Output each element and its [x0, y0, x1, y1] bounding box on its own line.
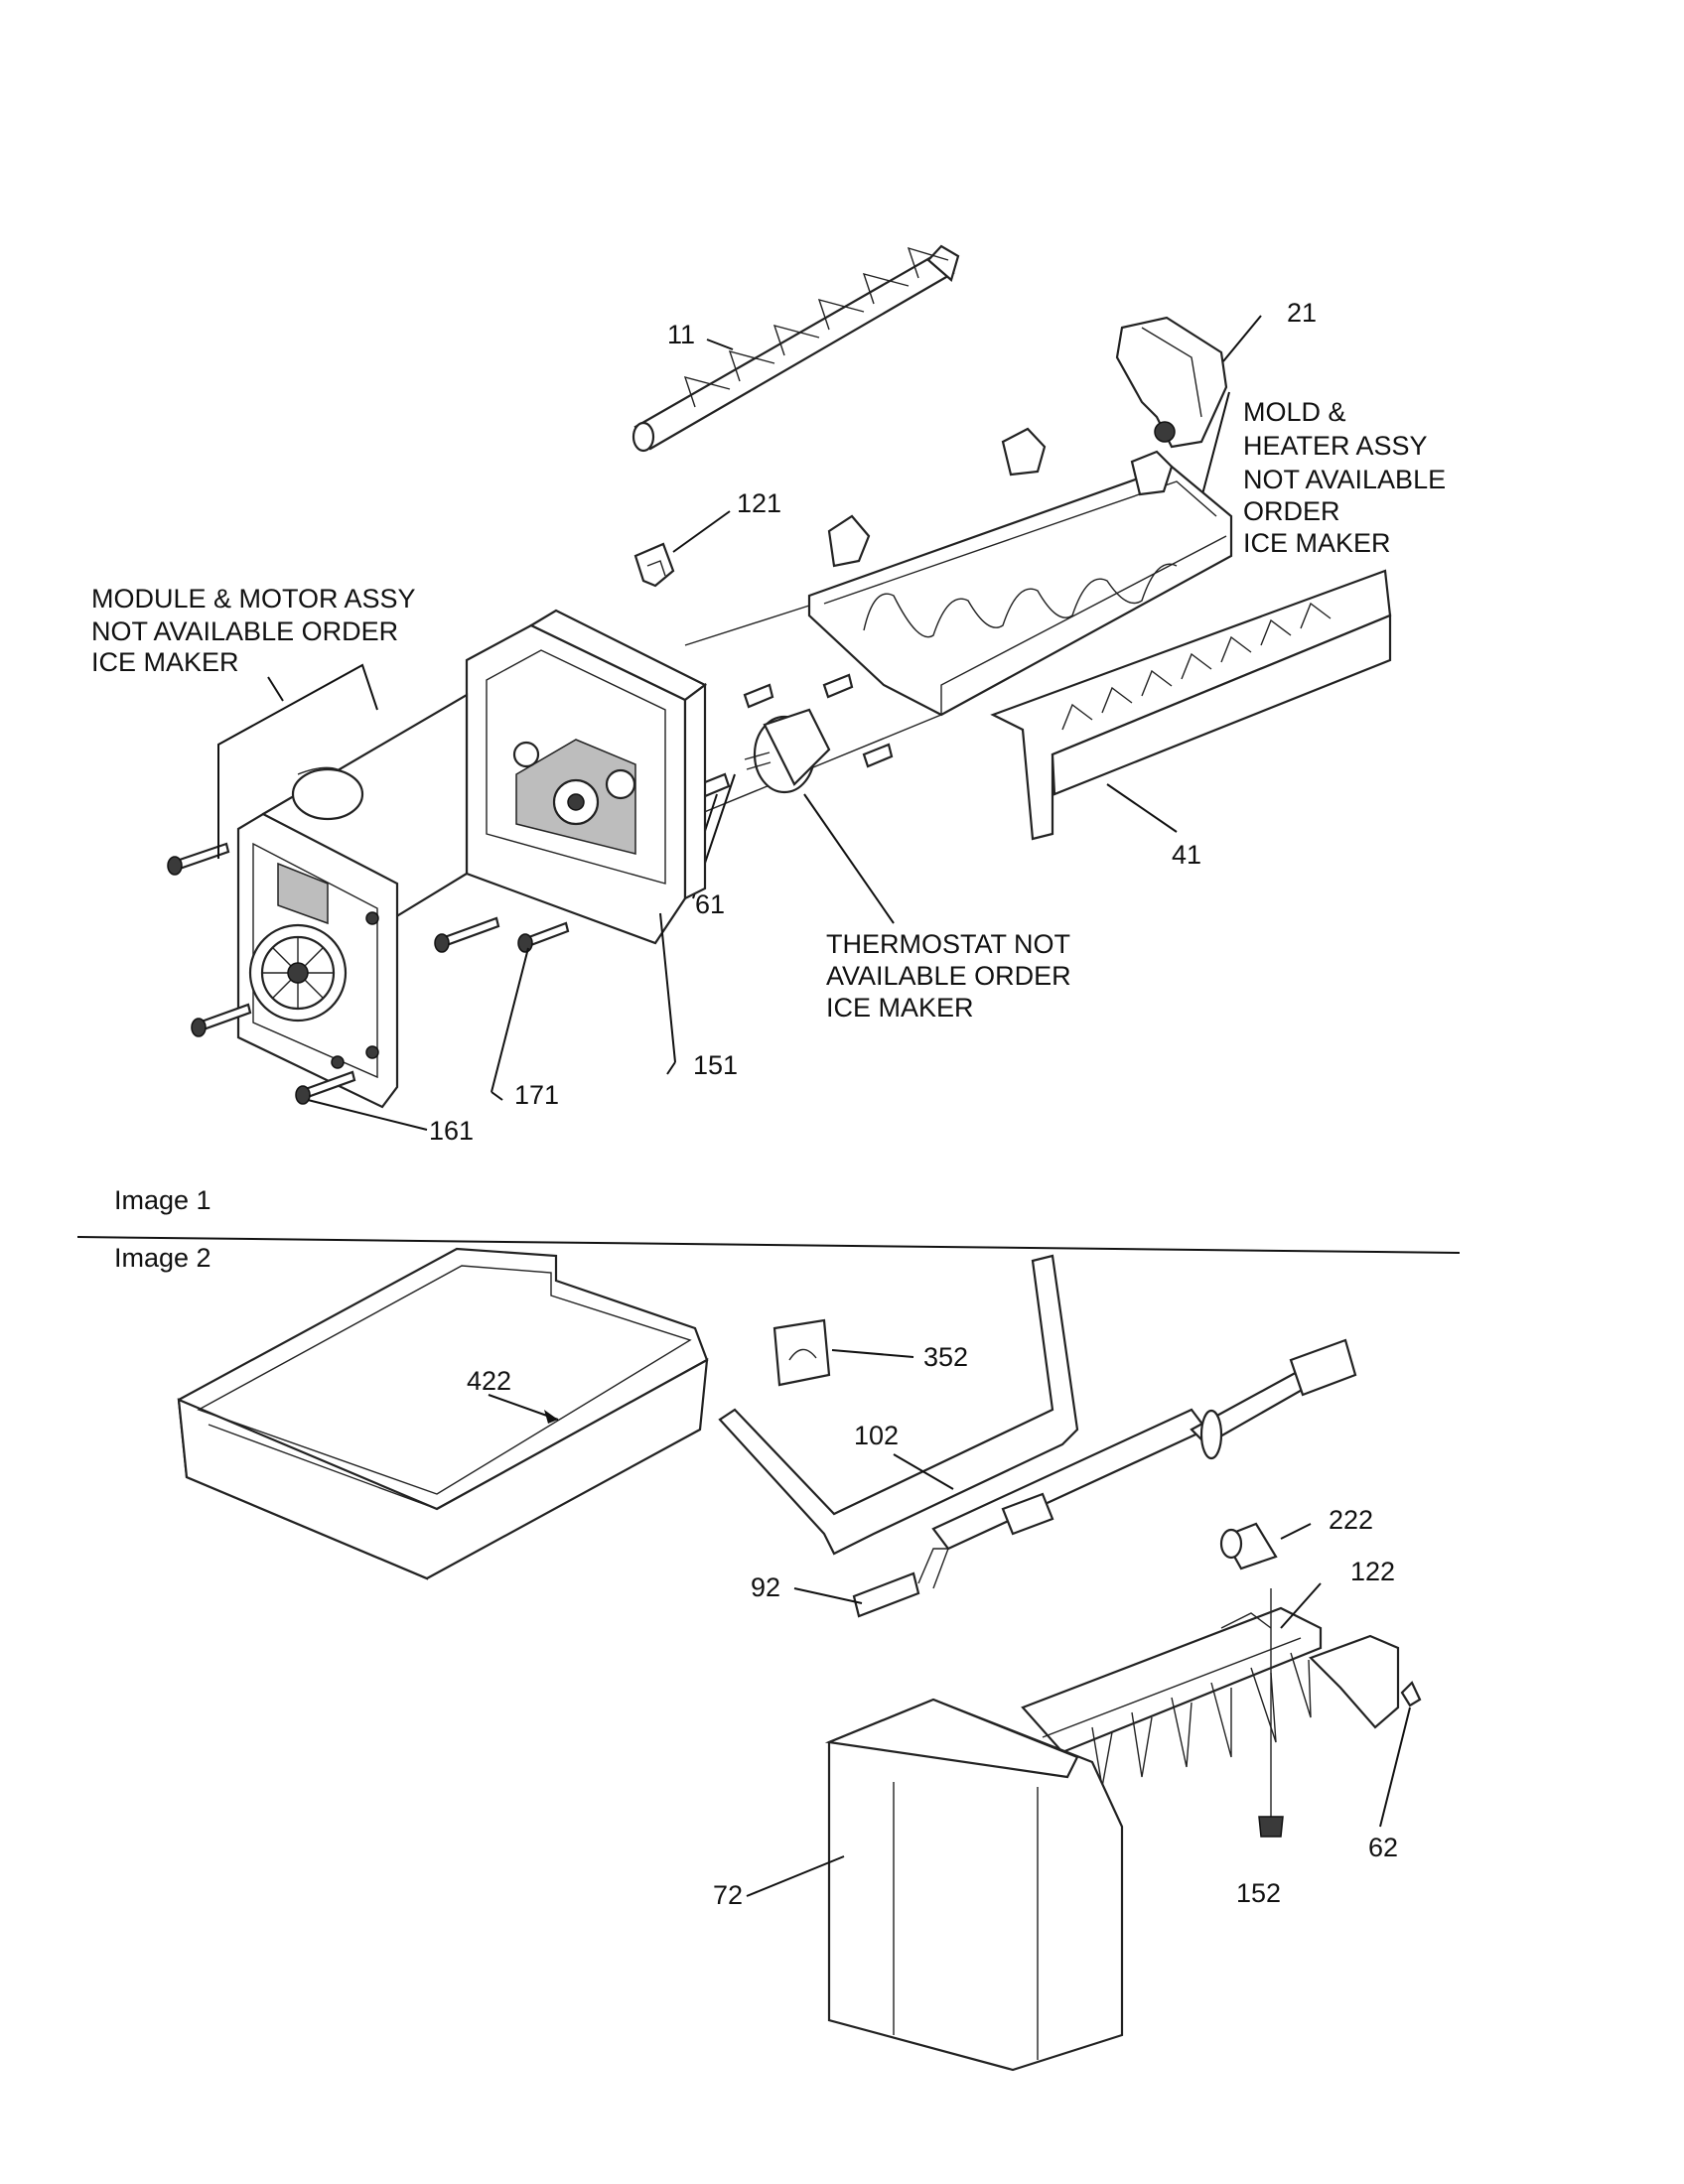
pin-part — [698, 673, 894, 798]
callout-72: 72 — [713, 1880, 743, 1910]
module-motor-note: MODULE & MOTOR ASSY NOT AVAILABLE ORDER … — [91, 584, 423, 677]
callout-161: 161 — [429, 1116, 474, 1146]
callout-11: 11 — [667, 320, 695, 349]
clip-352-part — [772, 1318, 831, 1387]
image-1-exploded-view: 11 21 MOLD & HEATER ASSY NOT AVAILABLE O… — [91, 244, 1454, 1215]
fill-tube-part — [718, 1254, 1079, 1556]
callout-151: 151 — [693, 1050, 738, 1080]
bearing-part — [1115, 316, 1228, 449]
callout-352: 352 — [923, 1342, 968, 1372]
housing-part — [465, 609, 708, 945]
callout-92: 92 — [751, 1572, 780, 1602]
callout-222: 222 — [1329, 1505, 1373, 1535]
motor-plate-part — [236, 812, 399, 1109]
stripper-part — [990, 569, 1392, 841]
mold-heater-note: MOLD & HEATER ASSY NOT AVAILABLE ORDER I… — [1243, 397, 1454, 558]
screw-62-part — [1400, 1681, 1422, 1707]
image-2-exploded-view: Image 2 422 352 102 — [114, 1243, 1422, 2072]
callout-152: 152 — [1236, 1878, 1281, 1908]
callout-41: 41 — [1172, 840, 1201, 870]
callout-102: 102 — [854, 1421, 899, 1450]
ejector-shaft-part — [632, 244, 960, 453]
callout-422: 422 — [467, 1366, 511, 1396]
callout-62: 62 — [1368, 1833, 1398, 1862]
image-2-caption: Image 2 — [114, 1243, 211, 1273]
callout-171: 171 — [514, 1080, 559, 1110]
clip-222-part — [1219, 1522, 1278, 1570]
screw-part — [167, 842, 570, 1105]
callout-21: 21 — [1287, 298, 1317, 328]
cover-part — [824, 1698, 1124, 2072]
section-divider — [76, 1236, 1461, 1254]
thermostat-note: THERMOSTAT NOT AVAILABLE ORDER ICE MAKER — [826, 929, 1078, 1023]
image-1-caption: Image 1 — [114, 1185, 211, 1215]
callout-122: 122 — [1350, 1557, 1395, 1586]
clip-part — [633, 542, 675, 588]
callout-61: 61 — [695, 889, 725, 919]
wire-harness-part — [852, 1338, 1357, 1618]
thermostat-part — [744, 708, 831, 794]
ice-bucket-part — [177, 1247, 709, 1580]
screw-152-part — [1258, 1588, 1284, 1838]
callout-121: 121 — [737, 488, 781, 518]
